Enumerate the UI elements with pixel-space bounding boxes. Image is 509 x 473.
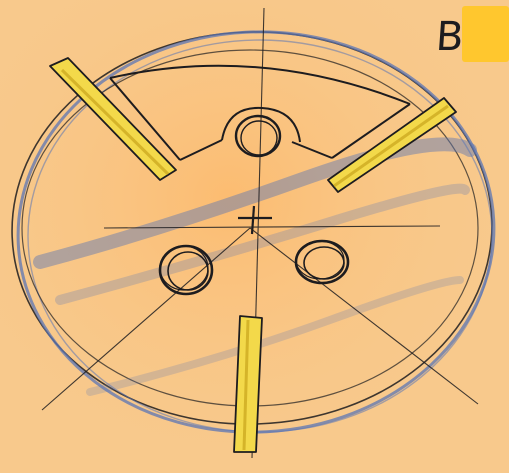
spoke-bottom xyxy=(234,316,262,452)
tab-marker xyxy=(462,6,509,62)
corner-label: B xyxy=(434,14,466,60)
